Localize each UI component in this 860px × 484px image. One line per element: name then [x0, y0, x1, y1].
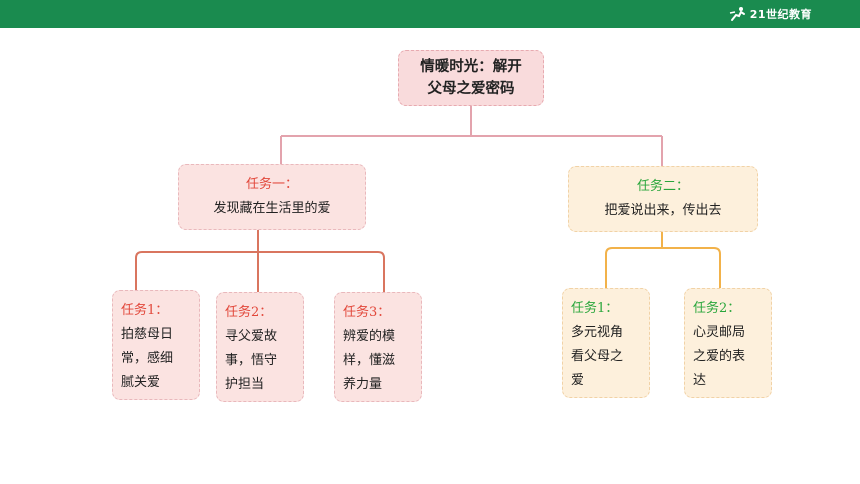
- subtask-b2-line1: 心灵邮局: [693, 325, 746, 340]
- task-two-label: 任务二：: [636, 179, 689, 194]
- subtask-a2-line1: 寻父爱故: [225, 329, 278, 344]
- subtask-a3-node: 任务3： 辨爱的模 样，懂滋 养力量: [334, 292, 422, 402]
- root-node: 情暖时光：解开 父母之爱密码: [398, 50, 544, 106]
- task-two-text: 把爱说出来，传出去: [604, 203, 722, 218]
- subtask-a2-node: 任务2： 寻父爱故 事，悟守 护担当: [216, 292, 304, 402]
- subtask-a1-line1: 拍慈母日: [121, 327, 174, 342]
- subtask-a3-line2: 样，懂滋: [343, 353, 396, 368]
- logo-text: 21世纪教育: [749, 8, 812, 21]
- subtask-a2-line3: 护担当: [225, 377, 265, 392]
- subtask-b2-line2: 之爱的表: [693, 349, 746, 364]
- subtask-a2-line2: 事，悟守: [225, 353, 278, 368]
- subtask-b1-node: 任务1： 多元视角 看父母之 爱: [562, 288, 650, 398]
- task-one-text: 发现藏在生活里的爱: [213, 201, 331, 216]
- task-two-node: 任务二： 把爱说出来，传出去: [568, 166, 758, 232]
- subtask-b1-line3: 爱: [571, 373, 585, 388]
- subtask-a1-line3: 腻关爱: [121, 375, 161, 390]
- subtask-a3-line3: 养力量: [343, 377, 383, 392]
- runner-icon: [729, 7, 745, 21]
- subtask-a2-label: 任务2：: [225, 305, 273, 320]
- task-one-label: 任务一：: [245, 177, 298, 192]
- subtask-a3-line1: 辨爱的模: [343, 329, 396, 344]
- site-logo: 21世纪教育: [729, 4, 812, 24]
- subtask-b1-line2: 看父母之: [571, 349, 624, 364]
- top-banner: 21世纪教育: [0, 0, 860, 28]
- subtask-a3-label: 任务3：: [343, 305, 391, 320]
- subtask-b2-line3: 达: [693, 373, 707, 388]
- subtask-b2-label: 任务2：: [693, 301, 741, 316]
- subtask-b1-line1: 多元视角: [571, 325, 624, 340]
- subtask-b2-node: 任务2： 心灵邮局 之爱的表 达: [684, 288, 772, 398]
- root-title-line2: 父母之爱密码: [427, 80, 515, 97]
- subtask-a1-line2: 常，感细: [121, 351, 174, 366]
- task-one-node: 任务一： 发现藏在生活里的爱: [178, 164, 366, 230]
- subtask-a1-node: 任务1： 拍慈母日 常，感细 腻关爱: [112, 290, 200, 400]
- subtask-b1-label: 任务1：: [571, 301, 619, 316]
- subtask-a1-label: 任务1：: [121, 303, 169, 318]
- root-title-line1: 情暖时光：解开: [420, 58, 522, 75]
